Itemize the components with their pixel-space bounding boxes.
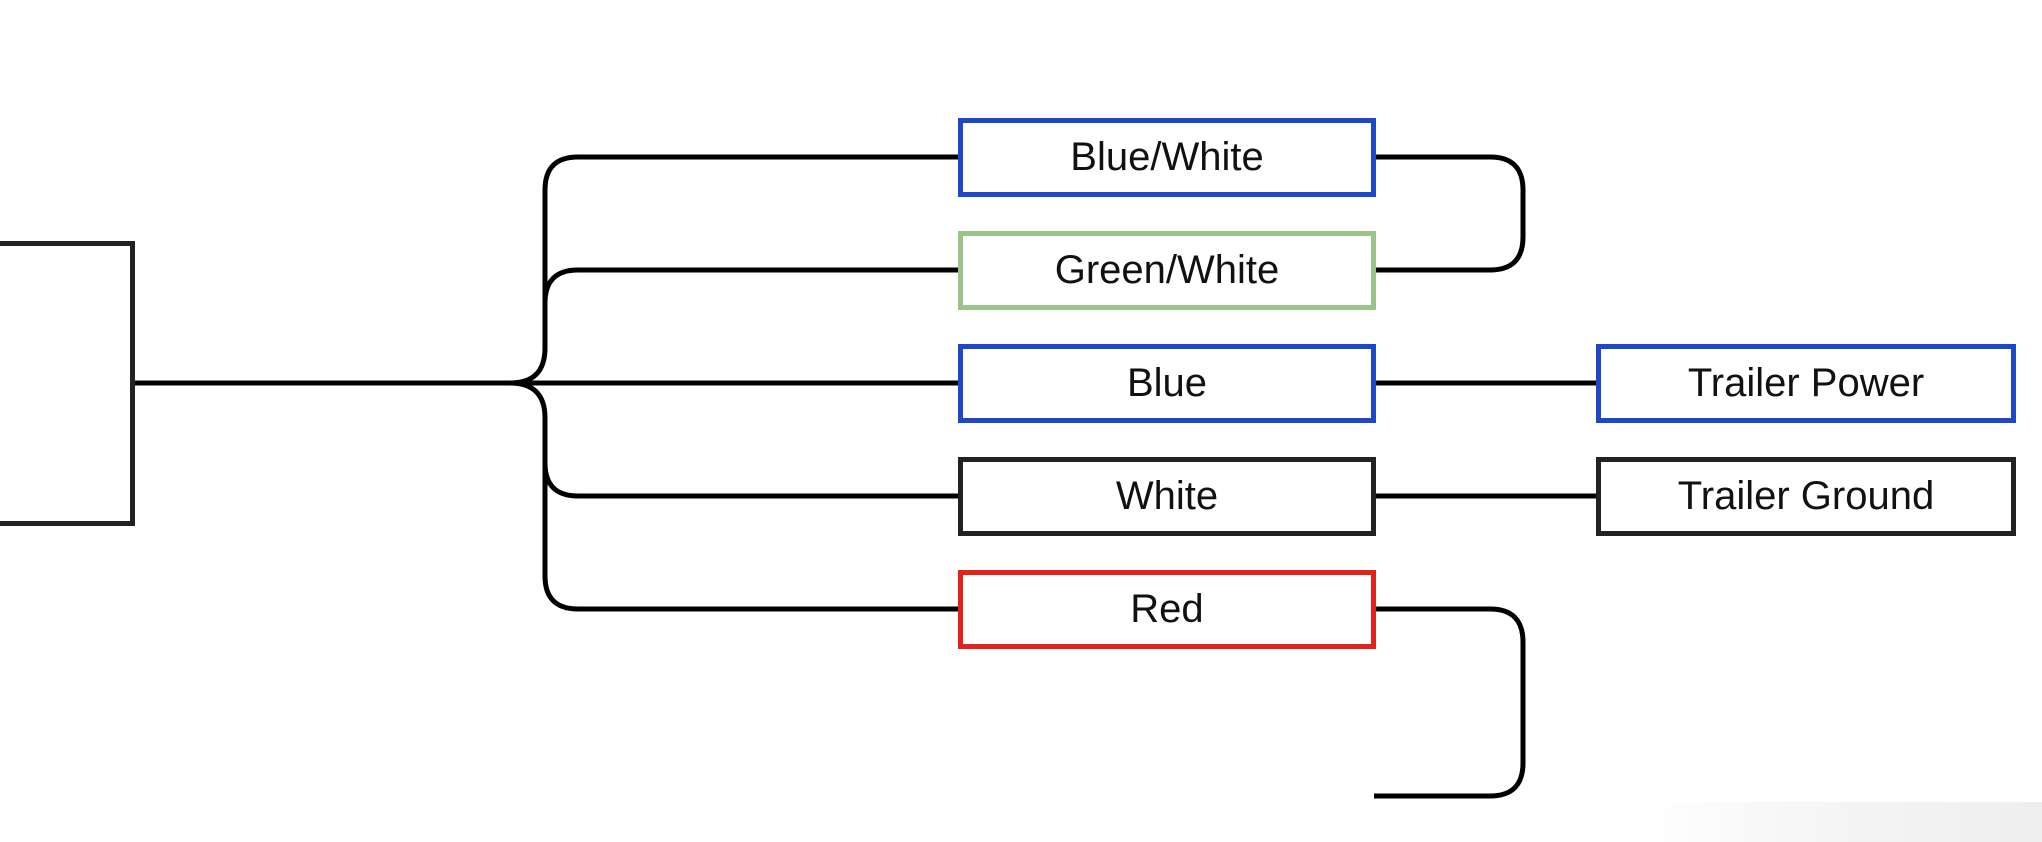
node-blue: Blue xyxy=(958,344,1376,423)
wire-connector-to-red xyxy=(542,460,960,612)
node-blue-label: Blue xyxy=(1126,361,1208,405)
node-trailer-ground: Trailer Ground xyxy=(1596,457,2016,536)
node-red-label: Red xyxy=(1130,587,1204,631)
node-trailer-power-label: Trailer Power xyxy=(1687,361,1925,405)
corner-shadow xyxy=(1642,802,2042,842)
node-blue-white: Blue/White xyxy=(958,118,1376,197)
node-white-label: White xyxy=(1115,474,1219,518)
wire-blue-white-to-green-white xyxy=(1374,154,1526,273)
node-trailer-power: Trailer Power xyxy=(1596,344,2016,423)
wire-connector-to-blue-white xyxy=(509,154,960,386)
node-green-white: Green/White xyxy=(958,231,1376,310)
wire-connector-to-green-white xyxy=(542,267,960,306)
node-trailer-ground-label: Trailer Ground xyxy=(1677,474,1935,518)
node-green-white-label: Green/White xyxy=(1054,248,1280,292)
wire-connector-to-white xyxy=(509,380,960,499)
wire-red-loop xyxy=(1374,606,1526,799)
connector-box xyxy=(0,241,135,526)
node-blue-white-label: Blue/White xyxy=(1070,135,1264,179)
node-red: Red xyxy=(958,570,1376,649)
node-white: White xyxy=(958,457,1376,536)
